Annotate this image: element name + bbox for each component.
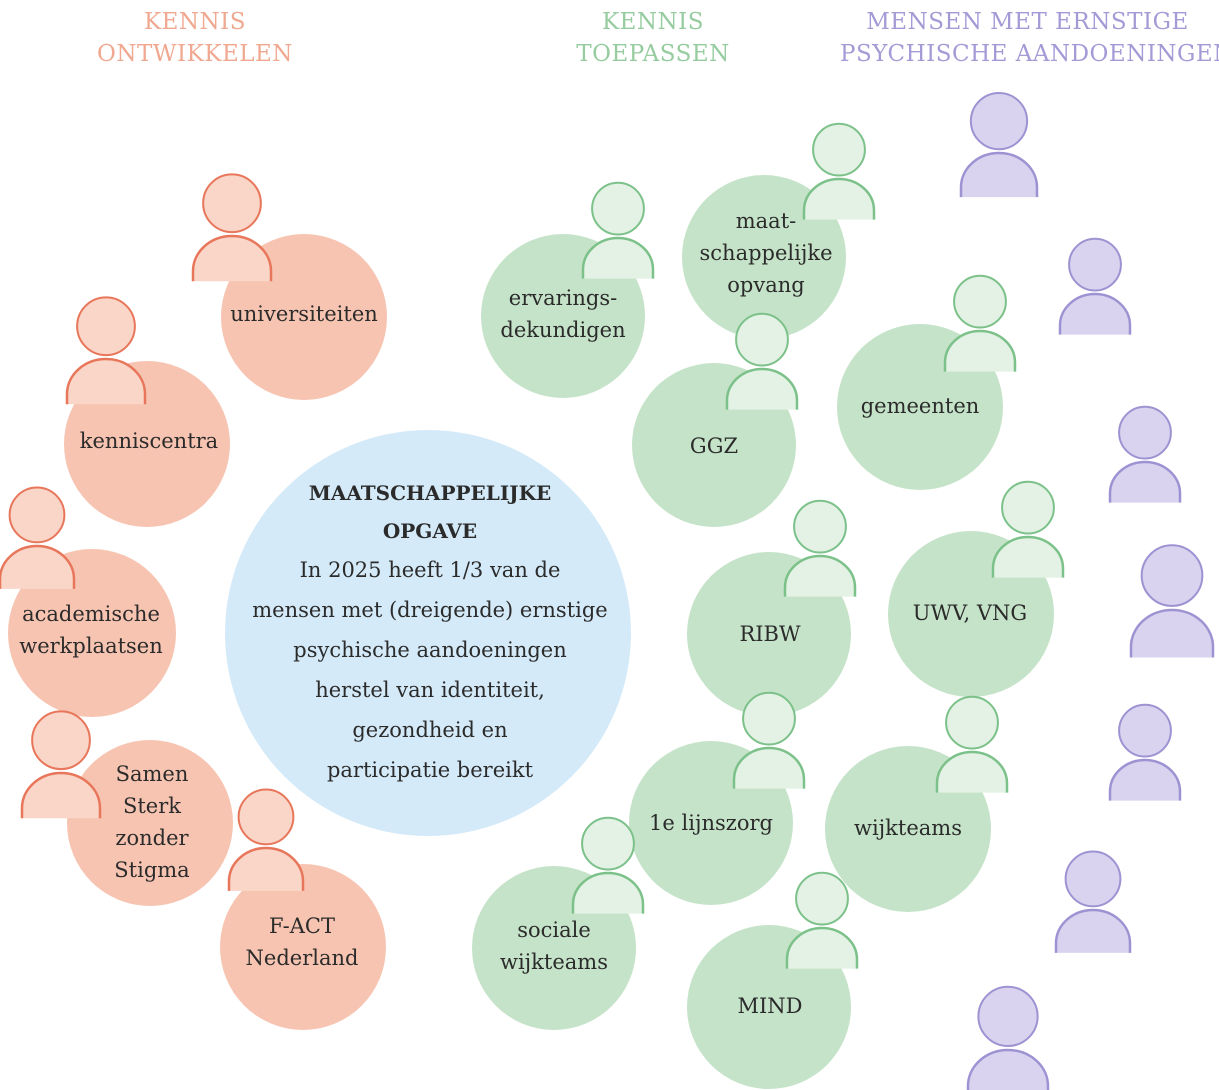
apply-person-icon bbox=[581, 181, 655, 279]
develop-node-circle bbox=[8, 549, 176, 717]
apply-person-icon bbox=[725, 312, 799, 410]
people-person-icon bbox=[966, 985, 1050, 1090]
develop-person-icon bbox=[191, 173, 273, 282]
apply-node-label: 1e lijnszorg bbox=[601, 807, 821, 839]
center-body-line: gezondheid en bbox=[352, 718, 508, 742]
center-circle bbox=[225, 430, 631, 836]
apply-node-label: GGZ bbox=[604, 430, 824, 462]
develop-person-icon bbox=[20, 710, 102, 819]
node-label-line: maat- bbox=[735, 209, 797, 233]
center-opgave-text: MAATSCHAPPELIJKE OPGAVE In 2025 heeft 1/… bbox=[230, 474, 630, 790]
apply-node-label: sociale wijkteams bbox=[444, 914, 664, 978]
apply-person-icon bbox=[802, 122, 876, 220]
apply-node-label: wijkteams bbox=[798, 812, 1018, 844]
node-label-line: opvang bbox=[727, 273, 805, 297]
people-person-icon bbox=[1058, 237, 1132, 335]
node-label-line: Nederland bbox=[245, 946, 359, 970]
node-label-line: Sterk bbox=[122, 794, 182, 818]
node-label-line: GGZ bbox=[689, 434, 739, 458]
center-body-line: participatie bereikt bbox=[326, 758, 534, 782]
node-label-line: MIND bbox=[737, 994, 803, 1018]
apply-node-label: maat-schappelijke opvang bbox=[656, 205, 876, 301]
people-person-icon bbox=[1129, 544, 1215, 658]
header-line: ONTWIKKELEN bbox=[97, 41, 293, 67]
header-line: PSYCHISCHE AANDOENINGEN bbox=[840, 41, 1219, 67]
people-person-icon bbox=[1108, 703, 1182, 801]
node-label-line: universiteiten bbox=[230, 302, 378, 326]
node-label-line: wijkteams bbox=[499, 950, 608, 974]
node-label-line: ervarings- bbox=[508, 286, 618, 310]
apply-node-label: RIBW bbox=[660, 618, 880, 650]
center-body-line: herstel van identiteit, bbox=[315, 678, 545, 702]
header-kennis-toepassen: KENNIS TOEPASSEN bbox=[563, 6, 743, 70]
people-person-icon bbox=[1054, 850, 1132, 953]
apply-person-icon bbox=[732, 691, 806, 789]
node-label-line: Stigma bbox=[114, 858, 190, 882]
apply-node-label: ervarings-dekundigen bbox=[453, 282, 673, 346]
node-label-line: wijkteams bbox=[853, 816, 962, 840]
develop-person-icon bbox=[65, 296, 147, 405]
center-title: MAATSCHAPPELIJKE bbox=[308, 481, 552, 505]
header-line: TOEPASSEN bbox=[576, 41, 730, 67]
header-line: KENNIS bbox=[143, 9, 247, 35]
apply-person-icon bbox=[783, 499, 857, 597]
develop-node-label: universiteiten bbox=[194, 298, 414, 330]
apply-person-icon bbox=[785, 871, 859, 969]
develop-person-icon bbox=[0, 486, 76, 589]
develop-person-icon bbox=[227, 788, 305, 891]
apply-node-label: MIND bbox=[660, 990, 880, 1022]
node-label-line: gemeenten bbox=[860, 394, 980, 418]
node-label-line: UWV, VNG bbox=[912, 601, 1028, 625]
center-body-line: psychische aandoeningen bbox=[293, 638, 567, 662]
node-label-line: Samen bbox=[115, 762, 189, 786]
header-kennis-ontwikkelen: KENNIS ONTWIKKELEN bbox=[95, 6, 295, 70]
node-label-line: werkplaatsen bbox=[19, 634, 163, 658]
apply-person-icon bbox=[571, 816, 645, 914]
header-line: MENSEN MET ERNSTIGE bbox=[866, 9, 1189, 35]
node-label-line: schappelijke bbox=[699, 241, 833, 265]
node-label-line: 1e lijnszorg bbox=[649, 811, 773, 835]
center-body-line: In 2025 heeft 1/3 van de bbox=[299, 558, 561, 582]
develop-node-circle bbox=[220, 864, 386, 1030]
apply-person-icon bbox=[935, 695, 1009, 793]
apply-person-icon bbox=[991, 480, 1065, 578]
node-label-line: zonder bbox=[115, 826, 189, 850]
apply-person-icon bbox=[943, 274, 1017, 372]
node-label-line: dekundigen bbox=[500, 318, 626, 342]
node-label-line: sociale bbox=[517, 918, 591, 942]
center-body-line: mensen met (dreigende) ernstige bbox=[252, 598, 608, 622]
node-label-line: academische bbox=[22, 602, 160, 626]
node-label-line: kenniscentra bbox=[79, 429, 219, 453]
node-label-line: F-ACT bbox=[269, 914, 335, 938]
people-person-icon bbox=[959, 91, 1039, 198]
develop-node-label: academische werkplaatsen bbox=[0, 598, 201, 662]
people-person-icon bbox=[1108, 405, 1182, 503]
develop-node-label: kenniscentra bbox=[39, 425, 259, 457]
header-line: KENNIS bbox=[601, 9, 705, 35]
node-label-line: RIBW bbox=[739, 622, 801, 646]
apply-node-label: UWV, VNG bbox=[860, 597, 1080, 629]
develop-node-circle bbox=[67, 740, 233, 906]
header-mensen: MENSEN MET ERNSTIGE PSYCHISCHE AANDOENIN… bbox=[840, 6, 1219, 70]
develop-node-label: F-ACT Nederland bbox=[192, 910, 412, 974]
center-title: OPGAVE bbox=[382, 519, 478, 543]
apply-node-label: gemeenten bbox=[810, 390, 1030, 422]
